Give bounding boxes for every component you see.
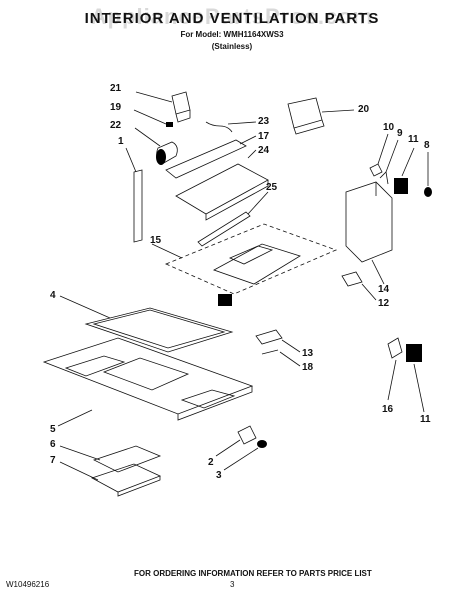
- callout-4: 4: [50, 290, 56, 301]
- callout-7: 7: [50, 455, 56, 466]
- ordering-note: FOR ORDERING INFORMATION REFER TO PARTS …: [134, 569, 372, 578]
- callout-11-bottom: 11: [420, 414, 431, 425]
- callout-23: 23: [258, 116, 270, 127]
- callout-15: 15: [150, 235, 162, 246]
- part-6-plate: [59, 445, 162, 473]
- callout-17: 17: [258, 131, 270, 142]
- part-21-bracket: [135, 91, 191, 123]
- part-14-control-housing: [345, 181, 393, 285]
- part-9-clip: [379, 139, 399, 185]
- callout-11-top: 11: [408, 134, 419, 145]
- part-15-air-guide-assembly: [151, 223, 338, 306]
- part-4-filter: [59, 295, 234, 353]
- part-10-switch: [369, 133, 389, 177]
- part-2-lamp-socket: [215, 425, 257, 457]
- callout-19: 19: [110, 102, 122, 113]
- model-line: For Model: WMH1164XWS3: [180, 30, 284, 39]
- callout-21: 21: [110, 83, 122, 94]
- callout-13: 13: [302, 348, 314, 359]
- callout-22: 22: [110, 120, 122, 131]
- callout-1: 1: [118, 136, 124, 147]
- part-13-board: [255, 329, 301, 353]
- callout-18: 18: [302, 362, 314, 373]
- callout-2: 2: [208, 457, 214, 468]
- part-20-transformer: [287, 97, 355, 135]
- part-17-grille: [165, 135, 257, 179]
- callout-24: 24: [258, 145, 270, 156]
- part-23-wire-harness: [205, 121, 257, 133]
- document-number: W10496216: [6, 580, 50, 589]
- part-7-tray: [59, 461, 162, 497]
- part-24-blower-plate: [175, 149, 269, 221]
- callout-6: 6: [50, 439, 56, 450]
- page-title: INTERIOR AND VENTILATION PARTS: [84, 10, 380, 27]
- part-5-bottom-plate: [42, 337, 254, 427]
- part-1-side-bracket: [125, 147, 143, 243]
- callout-3: 3: [216, 470, 222, 481]
- callout-8: 8: [424, 140, 430, 151]
- variant-line: (Stainless): [211, 42, 253, 51]
- callout-5: 5: [50, 424, 56, 435]
- part-3-lamp-cap: [223, 440, 267, 471]
- part-11-switch-cluster-bottom: [406, 344, 425, 413]
- callout-25: 25: [266, 182, 278, 193]
- part-22-motor: [134, 127, 178, 165]
- part-25-rod: [197, 191, 269, 247]
- page-number: 3: [230, 580, 235, 589]
- watermark: AppliancePartsPros.com: [90, 4, 374, 29]
- part-16-relay: [387, 337, 403, 401]
- callout-10: 10: [383, 122, 395, 133]
- part-12-block: [341, 271, 377, 301]
- callout-14: 14: [378, 284, 390, 295]
- part-18-pin: [261, 349, 301, 367]
- callout-9: 9: [397, 128, 403, 139]
- part-11-switch-cluster-top: [394, 147, 415, 194]
- callout-20: 20: [358, 104, 370, 115]
- callout-16: 16: [382, 404, 394, 415]
- part-8-cap: [424, 152, 432, 197]
- callout-12: 12: [378, 298, 390, 309]
- part-19-clip: [133, 109, 173, 127]
